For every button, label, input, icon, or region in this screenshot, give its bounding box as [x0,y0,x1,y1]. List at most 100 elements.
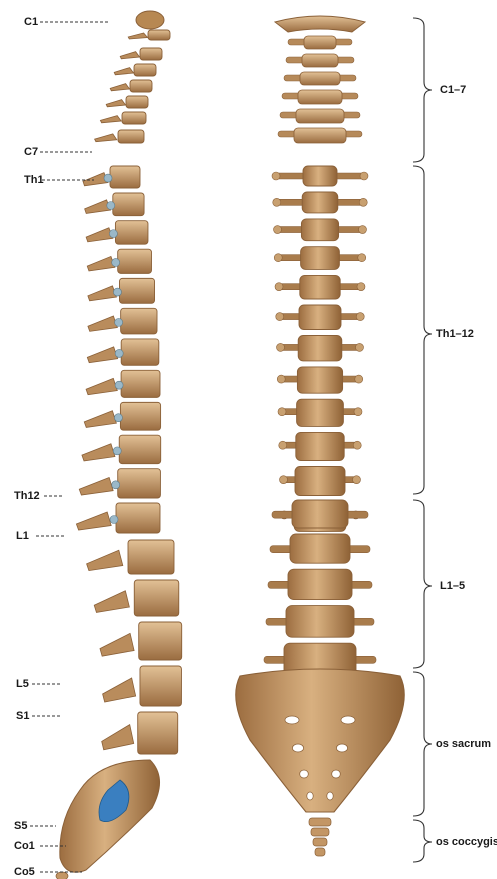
vertebra-process [87,550,123,570]
vertebra-body [140,666,182,706]
vertebra-body-thoracic [297,367,342,393]
brace-lumbar [413,500,432,668]
rib-facet [359,198,367,206]
sacral-foramen [292,744,303,752]
vertebra-body-cervical [294,128,346,143]
vertebra-body [121,370,160,397]
intervertebral-foramen [109,230,117,238]
vertebra-body [134,64,156,76]
vertebra-body [130,80,152,92]
intervertebral-foramen [113,288,121,296]
vertebra-body [134,580,179,616]
rib-facet [277,375,285,383]
rib-facet [280,476,288,484]
vertebra-process [102,725,134,750]
intervertebral-foramen [104,174,112,182]
coccyx-segment [56,872,68,879]
vertebra-process [103,678,136,702]
brace-coccyx [413,820,432,862]
label-s1: S1 [16,710,29,722]
vertebra-body [119,278,154,303]
intervertebral-foramen [110,516,118,524]
vertebra-body-thoracic [295,467,345,496]
intervertebral-foramen [115,318,123,326]
coccyx-segment [311,828,329,836]
vertebra-process [95,134,117,142]
vertebra-body-thoracic [302,192,338,213]
label-co5: Co5 [14,866,35,878]
vertebra-body [118,249,152,273]
atlas-anterior [275,16,365,32]
sacral-foramen [307,792,313,800]
vertebra-body [118,469,161,498]
rib-facet [274,254,282,262]
vertebra-body-thoracic [301,219,338,241]
vertebra-process [87,347,117,363]
vertebra-process [120,52,139,59]
rib-facet [353,441,361,449]
sacral-foramen [300,770,309,778]
label-th12: Th12 [14,490,40,502]
vertebra-body-cervical [302,54,338,67]
vertebra-process [128,33,147,39]
anterior-spine-view [236,16,404,856]
coccyx-segment [315,848,325,856]
vertebra-body [116,503,160,533]
vertebra-body-cervical [300,72,340,85]
intervertebral-foramen [115,381,123,389]
label-c1: C1 [24,16,38,28]
vertebra-body [121,308,157,334]
vertebra-body-cervical [298,90,342,104]
vertebra-body-lumbar [290,534,350,563]
label-co1: Co1 [14,840,35,852]
vertebra-body-lumbar [286,606,354,638]
vertebra-body-lumbar [288,569,352,599]
sacrum-anterior [236,669,404,812]
sacral-foramen [336,744,347,752]
vertebra-process [79,478,113,496]
label-s5: S5 [14,820,27,832]
rib-facet [272,172,280,180]
vertebra-body [139,622,182,660]
vertebra-body-thoracic [303,166,337,186]
rib-facet [360,172,368,180]
vertebra-process [110,84,129,91]
vertebra-process [88,286,117,301]
vertebra-body-cervical [296,109,344,123]
label-l1: L1 [16,530,29,542]
coccyx-segment [313,838,327,846]
vertebra-body [148,30,170,40]
intervertebral-foramen [113,447,121,455]
rib-facet [278,408,286,416]
vertebra-body-thoracic [301,247,340,270]
rib-facet [357,283,365,291]
brace-cervical [413,18,432,162]
vertebra-body-thoracic [298,336,342,361]
vertebra-body-thoracic [299,305,341,330]
vertebra-body [113,193,144,216]
intervertebral-foramen [107,202,115,210]
vertebra-process [94,591,129,613]
rib-facet [353,476,361,484]
vertebra-process [100,633,134,656]
rib-facet [355,375,363,383]
vertebra-body-thoracic [300,275,340,299]
vertebra-body [128,540,174,574]
vertebra-process [82,444,115,461]
vertebra-body [140,48,162,60]
label-c7: C7 [24,146,38,158]
vertebra-body [115,221,148,244]
rib-facet [274,226,282,234]
rib-facet [275,283,283,291]
vertebra-body-thoracic [297,399,344,426]
vertebra-process [86,378,117,394]
rib-facet [359,226,367,234]
label-sacrum: os sacrum [436,738,491,750]
sacral-foramen [327,792,333,800]
coccyx-segment [309,818,331,826]
intervertebral-foramen [112,258,120,266]
intervertebral-foramen [114,414,122,422]
vertebra-process [87,256,115,271]
label-lumbar: L1–5 [440,580,465,592]
